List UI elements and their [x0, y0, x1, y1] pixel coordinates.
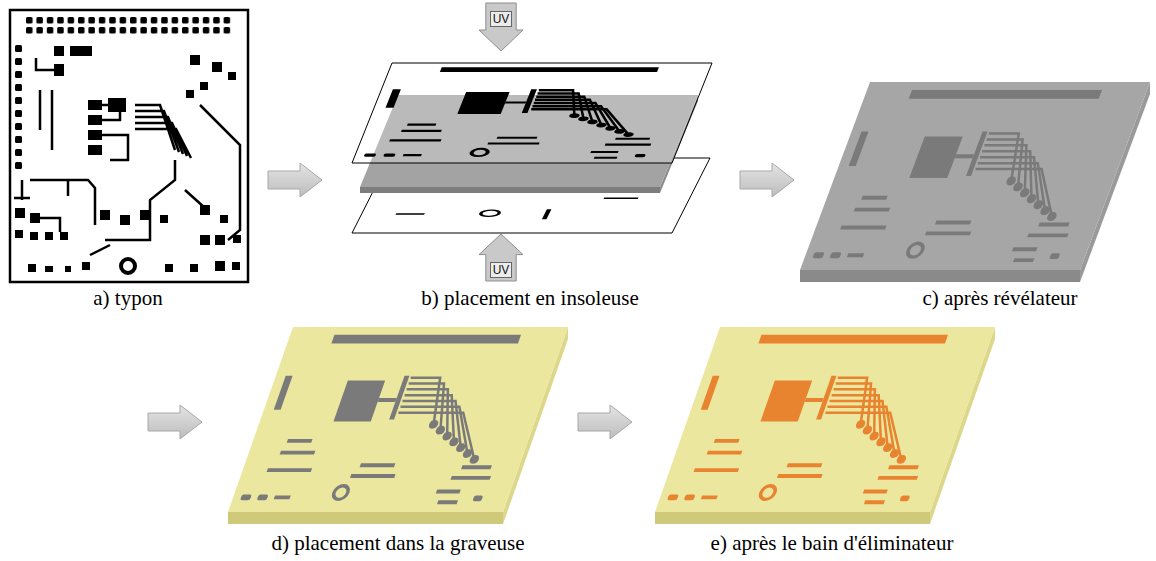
uv-arrow-shape — [478, 2, 524, 52]
step-caption: b) placement en insoleuse — [421, 286, 639, 311]
step-arrow — [740, 163, 794, 197]
uv-label: UV — [490, 262, 513, 278]
step-caption: c) après révélateur — [922, 286, 1077, 311]
step-arrow — [578, 405, 632, 439]
typon-artwork — [10, 10, 248, 282]
step-caption: d) placement dans la graveuse — [271, 531, 524, 556]
uv-arrow: UV — [478, 233, 524, 282]
step-caption: e) après le bain d'éliminateur — [711, 531, 954, 556]
uv-label: UV — [490, 11, 513, 27]
uv-label-holder: UV — [478, 260, 524, 278]
uv-label-holder: UV — [478, 9, 524, 27]
uv-arrow-outline — [479, 3, 523, 51]
step-arrow — [268, 163, 322, 197]
finished-board — [655, 327, 995, 524]
etching-board — [228, 327, 568, 524]
step-arrow — [148, 405, 202, 439]
developed-board — [800, 82, 1150, 282]
insolation-stack — [352, 63, 712, 233]
uv-arrow-outline — [479, 234, 523, 281]
uv-arrow: UV — [478, 2, 524, 52]
step-caption: a) typon — [93, 286, 162, 311]
